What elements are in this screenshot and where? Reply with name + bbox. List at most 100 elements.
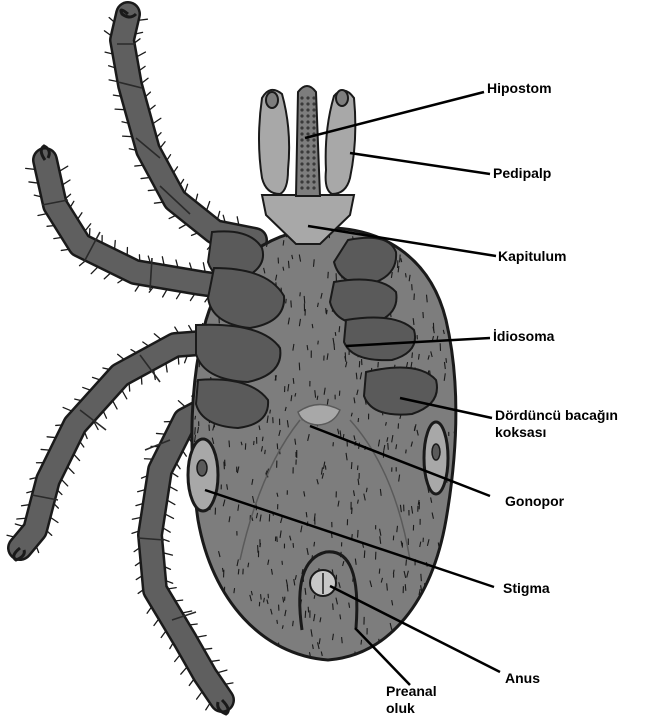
leg-bristle — [154, 619, 159, 625]
body-hair — [456, 282, 458, 288]
leg-bristle — [109, 18, 114, 22]
body-hair — [277, 620, 278, 624]
leg-bristle — [29, 182, 38, 183]
body-hair — [432, 586, 433, 590]
body-hair — [317, 396, 318, 400]
hypostome-tooth — [306, 102, 309, 105]
body-hair — [304, 296, 305, 304]
leg-bristle — [70, 201, 73, 207]
label-preanal-line-2: oluk — [386, 700, 437, 717]
body-hair — [393, 570, 394, 574]
leg-bristle — [54, 238, 61, 239]
hypostome-tooth — [312, 180, 315, 183]
body-hair — [379, 569, 380, 574]
body-hair — [241, 626, 242, 633]
leg-bristle — [167, 500, 174, 504]
leg-bristle — [118, 279, 123, 282]
body-hair — [283, 267, 284, 271]
body-hair — [195, 617, 197, 624]
label-anus: Anus — [505, 670, 540, 687]
leader-pedipalp — [350, 153, 490, 174]
leg-bristle — [190, 624, 197, 625]
leg-bristle — [166, 364, 167, 372]
body-hair — [220, 600, 221, 607]
leg-bristle — [91, 267, 98, 274]
leg-bristle — [154, 334, 160, 339]
hypostome-tooth — [300, 180, 303, 183]
pedipalp-left-tip — [266, 92, 278, 108]
coxa-right-4 — [364, 368, 437, 415]
leg-bristle — [83, 387, 90, 390]
pedipalp-right-tip — [336, 90, 348, 106]
leg-bristle — [139, 19, 148, 20]
body-hair — [412, 662, 413, 668]
body-hair — [288, 261, 289, 268]
leg-bristle — [164, 553, 173, 555]
body-hair — [238, 628, 240, 635]
hypostome-tooth — [306, 186, 309, 189]
body-hair — [455, 310, 456, 314]
leg-bristle — [183, 451, 186, 456]
body-hair — [233, 617, 234, 622]
body-hair — [405, 273, 406, 277]
leg-bristle — [63, 407, 71, 411]
leg-bristle — [135, 165, 143, 166]
body-hair — [340, 614, 341, 619]
hypostome-tooth — [300, 174, 303, 177]
stigma-left-center — [197, 460, 207, 476]
hypostome-tooth — [312, 126, 315, 129]
body-hair — [432, 605, 433, 611]
body-hair — [457, 371, 458, 376]
body-hair — [361, 640, 362, 645]
body-hair — [217, 600, 218, 604]
body-hair — [289, 657, 290, 664]
hypostome-tooth — [300, 126, 303, 129]
leg-bristle — [177, 464, 181, 469]
body-hair — [220, 640, 221, 645]
leg-bristle — [115, 109, 124, 110]
body-hair — [314, 542, 315, 547]
body-hair — [261, 594, 262, 599]
leg-bristle — [51, 517, 58, 522]
body-hair — [446, 358, 447, 363]
hypostome-tooth — [300, 132, 303, 135]
body-hair — [447, 263, 448, 270]
leg-bristle — [63, 180, 70, 185]
hypostome-tooth — [306, 96, 309, 99]
body-hair — [236, 662, 237, 666]
label-preanal-groove: Preanal oluk — [386, 683, 437, 717]
label-hipostom: Hipostom — [487, 80, 552, 97]
body-hair — [234, 588, 235, 593]
leg-bristle — [175, 655, 180, 661]
body-hair — [405, 584, 406, 591]
body-hair — [283, 240, 284, 245]
leg-bristle — [178, 357, 179, 364]
body-hair — [229, 440, 230, 447]
leg-bristle — [174, 167, 178, 172]
body-hair — [458, 644, 459, 648]
body-hair — [289, 655, 290, 660]
leg-bristle — [131, 350, 136, 353]
leg-bristle — [113, 401, 117, 409]
body-hair — [291, 300, 292, 307]
body-hair — [275, 375, 276, 380]
leg-bristle — [167, 155, 171, 160]
leg-bristle — [7, 535, 14, 537]
leg-bristle — [58, 490, 62, 494]
body-hair — [314, 595, 315, 599]
leg-bristle — [75, 399, 81, 400]
label-stigma: Stigma — [503, 580, 550, 597]
leg-bristle — [218, 670, 227, 673]
hypostome-tooth — [306, 174, 309, 177]
hypostome-tooth — [312, 108, 315, 111]
body-hair — [195, 416, 196, 420]
body-hair — [422, 232, 423, 239]
leg-bristle — [41, 449, 49, 450]
leg-bristle — [85, 432, 87, 438]
leg-bristle — [140, 66, 146, 70]
label-gonopor: Gonopor — [505, 493, 564, 510]
hypostome-tooth — [306, 150, 309, 153]
hypostome-tooth — [306, 108, 309, 111]
leg-bristle — [135, 285, 139, 291]
hypostome-tooth — [306, 144, 309, 147]
